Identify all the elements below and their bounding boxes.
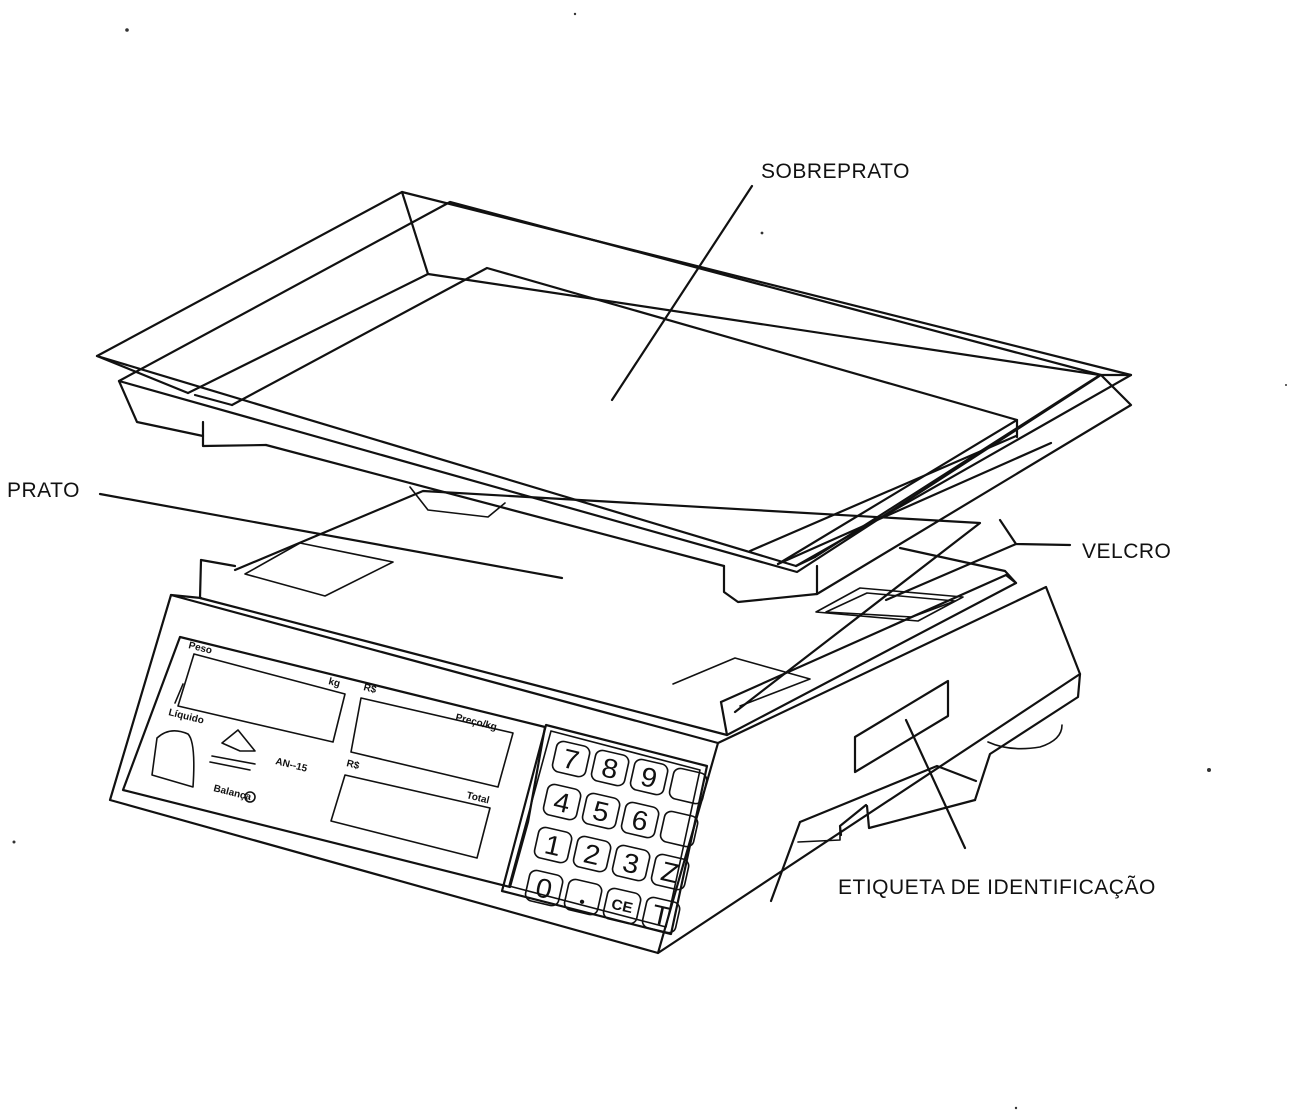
keypad-key-z[interactable]: Z — [650, 853, 690, 891]
callout-leaders — [98, 184, 1072, 850]
keypad-key-label: 9 — [638, 761, 660, 794]
keypad-key-cap — [659, 810, 699, 848]
total-title: Total — [465, 790, 490, 806]
label-velcro: VELCRO — [1082, 540, 1171, 563]
keypad-key-cap — [563, 878, 603, 916]
keypad-key-label: 7 — [560, 743, 582, 776]
keypad-key-3[interactable]: 3 — [611, 844, 651, 882]
model-label: AN--15 — [274, 756, 308, 775]
keypad-key-label: Z — [658, 856, 682, 889]
prato-platter — [233, 486, 982, 714]
velcro-leader — [884, 542, 1018, 602]
power-indicator-icon — [244, 791, 256, 803]
keypad-key-t[interactable]: T — [641, 896, 681, 934]
sobreprato-leader — [610, 184, 754, 402]
keypad-key-cap — [524, 869, 564, 907]
keypad-key-label: 3 — [620, 847, 642, 880]
keypad-key-label: 0 — [533, 872, 555, 905]
keypad-key-cap — [650, 853, 690, 891]
keypad-key-4[interactable]: 4 — [542, 783, 582, 821]
keypad-key-cap — [533, 826, 573, 864]
keypad-key-label: • — [577, 894, 586, 911]
keypad-key-ce[interactable]: CE — [602, 887, 642, 925]
keypad-key-0[interactable]: 0 — [524, 869, 564, 907]
keypad-key-label: 6 — [629, 804, 651, 837]
keypad-key-blank-3[interactable] — [668, 767, 708, 805]
prato-leader — [98, 492, 564, 580]
keypad-key-label: 2 — [581, 838, 603, 871]
keypad-key-7[interactable]: 7 — [551, 740, 591, 778]
keypad-key-1[interactable]: 1 — [533, 826, 573, 864]
keypad-key-label: CE — [610, 896, 634, 917]
keypad-key-cap — [581, 792, 621, 830]
keypad-key-cap — [542, 783, 582, 821]
keypad-key-blank-7[interactable] — [659, 810, 699, 848]
power-label: Balança — [212, 783, 252, 803]
keypad-key-2[interactable]: 2 — [572, 835, 612, 873]
etiqueta-leader — [904, 718, 967, 850]
keypad-key-cap — [572, 835, 612, 873]
keypad-key-cap — [629, 758, 669, 796]
keypad-key-5[interactable]: 5 — [581, 792, 621, 830]
price-title: Preço/kg — [454, 712, 498, 733]
keypad-key-cap — [551, 740, 591, 778]
brand-logo-icon — [221, 729, 256, 752]
keypad-key-9[interactable]: 9 — [629, 758, 669, 796]
label-etiqueta: ETIQUETA DE IDENTIFICAÇÃO — [838, 875, 1156, 899]
keypad-key-8[interactable]: 8 — [590, 749, 630, 787]
price-currency: R$ — [362, 682, 377, 696]
keypad-key-dot[interactable]: • — [563, 878, 603, 916]
velcro-leader-top — [998, 518, 1072, 547]
keypad-key-cap — [611, 844, 651, 882]
keypad-key-6[interactable]: 6 — [620, 801, 660, 839]
weight-title: Peso — [187, 640, 213, 656]
label-prato: PRATO — [7, 479, 80, 502]
front-panel: Peso kg Líquido R$ Preço/kg R$ Total AN-… — [121, 635, 547, 889]
keypad-key-cap — [602, 887, 642, 925]
keypad-key-cap — [620, 801, 660, 839]
total-currency: R$ — [345, 758, 360, 772]
keypad-key-label: T — [649, 899, 673, 932]
keypad-key-cap — [641, 896, 681, 934]
keypad-key-cap — [668, 767, 708, 805]
label-sobreprato: SOBREPRATO — [761, 160, 910, 183]
keypad-key-label: 1 — [542, 829, 564, 862]
keypad-key-label: 8 — [599, 752, 621, 785]
weight-unit: kg — [327, 676, 341, 689]
scale-body — [108, 546, 1082, 955]
sobreprato-tray — [95, 190, 1133, 604]
keypad-key-label: 5 — [590, 795, 612, 828]
scan-specks — [12, 12, 1287, 1110]
keypad-key-label: 4 — [551, 786, 573, 819]
keypad-key-cap — [590, 749, 630, 787]
